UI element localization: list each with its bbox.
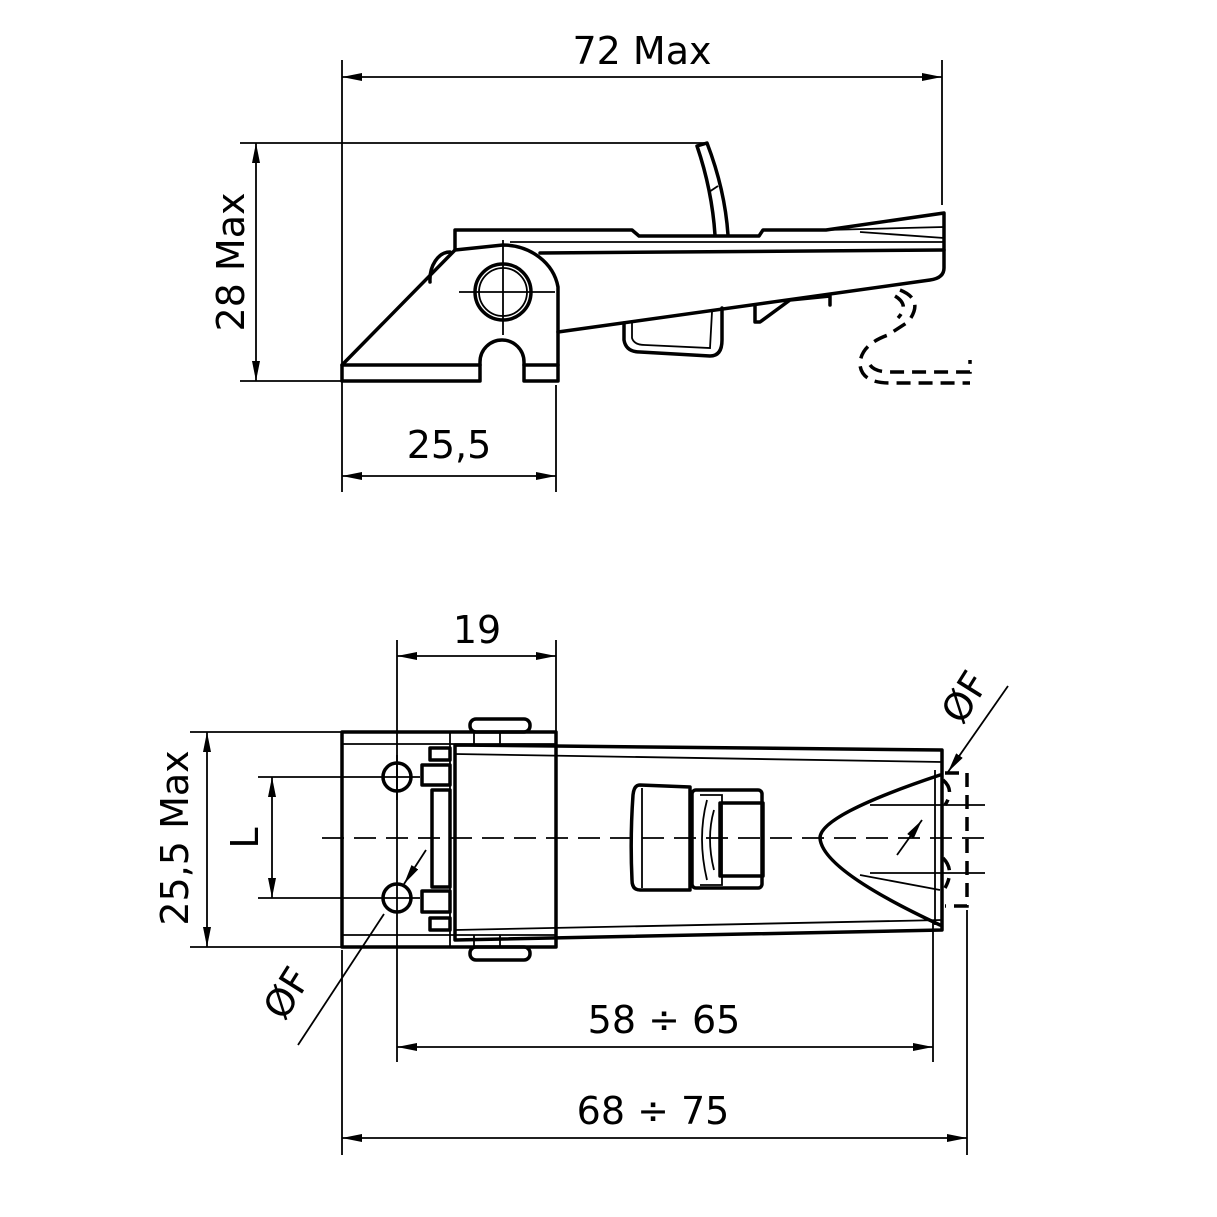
hinge-pin-end-top bbox=[468, 717, 532, 734]
latch-body bbox=[453, 743, 944, 942]
dim-label-19: 19 bbox=[453, 608, 501, 652]
dim-label-l: L bbox=[223, 827, 267, 848]
dim-label-58-65: 58 ÷ 65 bbox=[588, 998, 741, 1042]
dim-label-hole-dia-left: ØF bbox=[255, 959, 320, 1026]
catch-plate-hidden bbox=[945, 771, 969, 908]
side-view bbox=[240, 60, 972, 492]
top-view bbox=[190, 640, 1009, 1155]
dim-label-25-5: 25,5 bbox=[407, 423, 492, 467]
mounting-hole-bottom bbox=[381, 882, 413, 914]
dim-label-28-max: 28 Max bbox=[209, 193, 253, 332]
dim-label-25-5-max: 25,5 Max bbox=[153, 750, 197, 925]
dim-label-hole-dia-right: ØF bbox=[933, 663, 998, 730]
hinge-base bbox=[340, 730, 558, 949]
clip-bracket bbox=[622, 306, 724, 358]
catch-hook bbox=[858, 288, 970, 385]
lever-handle bbox=[695, 141, 730, 237]
dim-label-68-75: 68 ÷ 75 bbox=[577, 1089, 730, 1133]
base-plate bbox=[340, 243, 560, 383]
adjust-knob bbox=[629, 783, 692, 892]
hinge-pin-end-bottom bbox=[468, 945, 532, 962]
latch-plate bbox=[453, 211, 946, 334]
dim-label-72-max: 72 Max bbox=[573, 29, 712, 73]
